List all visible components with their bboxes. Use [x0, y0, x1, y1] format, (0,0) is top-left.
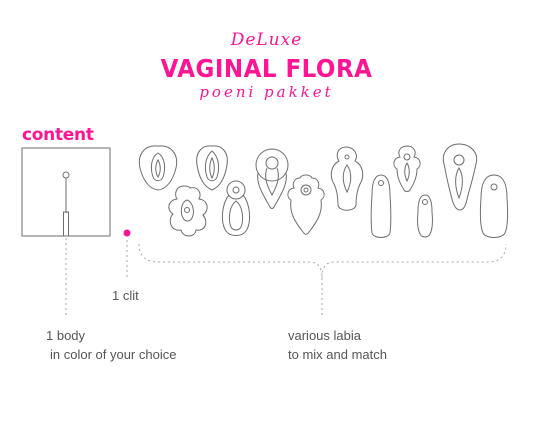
- leader-lines: [65, 238, 507, 318]
- content-label: content: [22, 125, 94, 145]
- labia-piece-icon: [138, 145, 178, 191]
- body-label-line2: in color of your choice: [50, 347, 177, 362]
- labia-piece-icon: [255, 148, 289, 209]
- page-subtitle: poeni pakket: [199, 83, 334, 101]
- brand-deluxe: DeLuxe: [230, 30, 303, 50]
- clit-dot-icon: [123, 229, 131, 237]
- labia-piece-icon: [196, 145, 228, 191]
- labia-piece-icon: [168, 185, 208, 237]
- labia-piece-icon: [287, 174, 325, 235]
- body-label: 1 body in color of your choice: [46, 326, 176, 364]
- labia-brace: [138, 243, 507, 279]
- page-title: VAGINAL FLORA: [160, 54, 373, 83]
- labia-piece-icon: [221, 180, 251, 236]
- labia-piece-icon: [330, 146, 364, 211]
- labia-label-line1: various labia: [288, 328, 361, 343]
- body-label-line1: 1 body: [46, 328, 86, 343]
- labia-label-line2: to mix and match: [288, 347, 387, 362]
- body-square-icon: [21, 147, 111, 237]
- labia-piece-icon: [370, 174, 392, 238]
- clit-label: 1 clit: [112, 288, 139, 303]
- labia-label: various labia to mix and match: [288, 326, 387, 364]
- labia-piece-icon: [393, 145, 421, 192]
- labia-piece-icon: [479, 174, 509, 238]
- labia-piece-icon: [417, 194, 433, 238]
- labia-pieces: [138, 143, 509, 238]
- labia-piece-icon: [442, 143, 478, 211]
